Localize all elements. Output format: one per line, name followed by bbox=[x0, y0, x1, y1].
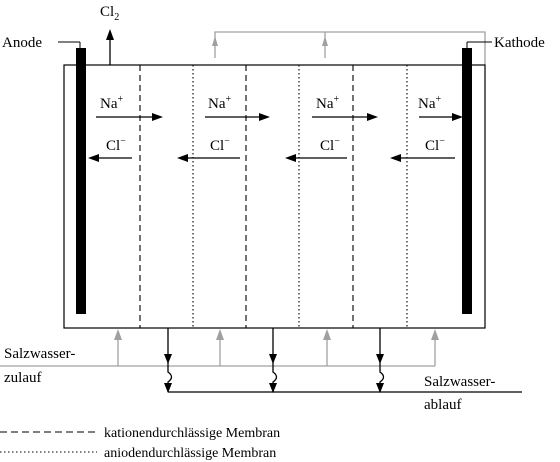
inflow-label-line1: Salzwasser- bbox=[4, 346, 75, 362]
na-labels: Na+ Na+ Na+ Na+ bbox=[100, 94, 442, 112]
na-label: Na+ bbox=[100, 94, 124, 112]
inflow-label-line2: zulauf bbox=[4, 370, 41, 386]
cl-arrows bbox=[88, 154, 455, 162]
na-label: Na+ bbox=[418, 94, 442, 112]
cathode-label: Kathode bbox=[494, 35, 545, 51]
na-label: Na+ bbox=[208, 94, 232, 112]
cation-membranes bbox=[139, 65, 354, 328]
cathode-electrode bbox=[462, 48, 472, 314]
na-label: Na+ bbox=[316, 94, 340, 112]
legend-dotted-label: aniodendurchlässige Membran bbox=[104, 446, 276, 461]
black-outflow bbox=[164, 328, 522, 393]
cl-labels: Cl− Cl− Cl− Cl− bbox=[106, 136, 445, 154]
legend-dashed-label: kationendurchlässige Membran bbox=[104, 426, 280, 441]
anode-label: Anode bbox=[2, 35, 42, 51]
cl2-outlet-arrow bbox=[106, 29, 114, 65]
gray-top-flow bbox=[212, 31, 486, 65]
outflow-label-line1: Salzwasser- bbox=[424, 374, 495, 390]
outflow-label-line2: ablauf bbox=[424, 397, 461, 413]
anode-electrode bbox=[76, 48, 86, 314]
gray-inflow bbox=[0, 329, 439, 367]
cell-tank bbox=[63, 64, 486, 329]
cl-label: Cl− bbox=[210, 136, 230, 154]
cl-label: Cl− bbox=[106, 136, 126, 154]
cl2-label: Cl2 bbox=[100, 4, 119, 23]
cl-label: Cl− bbox=[425, 136, 445, 154]
na-arrows bbox=[96, 113, 463, 121]
cl-label: Cl− bbox=[320, 136, 340, 154]
